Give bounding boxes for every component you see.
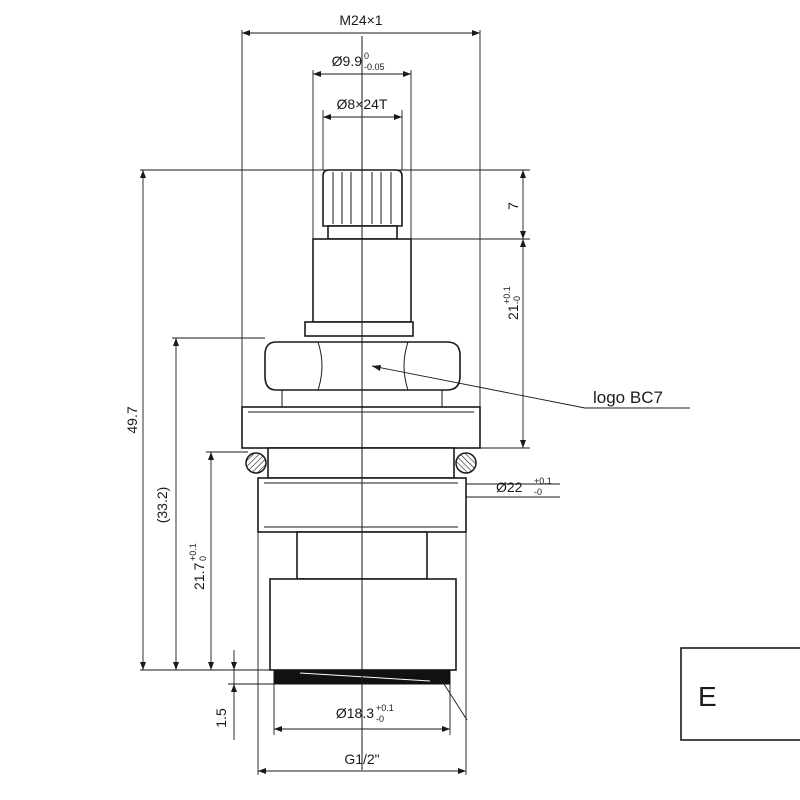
dim-stem-height: 21 +0.1 -0: [502, 286, 522, 320]
dim-lower-height-tol-upper: +0.1: [188, 543, 198, 561]
dim-stem-height-tol-lower: -0: [512, 296, 522, 304]
part-outline: [241, 169, 481, 685]
dim-spline-height: 7: [505, 202, 521, 210]
o-ring-right: [455, 452, 477, 474]
corner-box: E: [680, 647, 800, 741]
logo-label: logo BC7: [593, 388, 663, 407]
dim-stem-tol-upper: 0: [364, 51, 369, 61]
dim-lower-height-tol-lower: 0: [198, 556, 208, 561]
dim-stem-diameter-base: Ø9.9: [332, 53, 363, 69]
dim-base-diameter: Ø18.3: [336, 705, 374, 721]
dim-pipe-thread: G1/2": [344, 751, 379, 767]
o-ring-left: [245, 452, 267, 474]
dim-oring-diameter: Ø22: [496, 479, 523, 495]
thread-flange: [241, 406, 481, 449]
dim-stem-height-base: 21: [505, 304, 521, 320]
dim-stem-tol-lower: -0.05: [364, 62, 385, 72]
dim-reference-height: (33.2): [154, 487, 170, 524]
dim-oring-diameter-base: Ø22: [496, 479, 523, 495]
dim-base-diameter-base: Ø18.3: [336, 705, 374, 721]
dim-lower-height: 21.7 +0.1 0: [188, 543, 208, 590]
dim-overall-height: 49.7: [124, 406, 140, 433]
dim-washer-thickness: 1.5: [213, 708, 229, 728]
dim-oring-tol-upper: +0.1: [534, 476, 552, 486]
stem-collar: [304, 321, 414, 337]
dim-base-tol-upper: +0.1: [376, 703, 394, 713]
dimension-lines: [140, 30, 690, 775]
corner-box-letter: E: [698, 681, 717, 712]
dim-oring-tol-lower: -0: [534, 487, 542, 497]
dim-lower-height-base: 21.7: [191, 563, 207, 590]
dim-spline: Ø8×24T: [337, 96, 388, 112]
dim-stem-height-tol-upper: +0.1: [502, 286, 512, 304]
dim-base-tol-lower: -0: [376, 714, 384, 724]
dim-stem-diameter: Ø9.9: [332, 53, 363, 69]
dim-thread-major: M24×1: [339, 12, 382, 28]
base-body: [269, 578, 457, 671]
